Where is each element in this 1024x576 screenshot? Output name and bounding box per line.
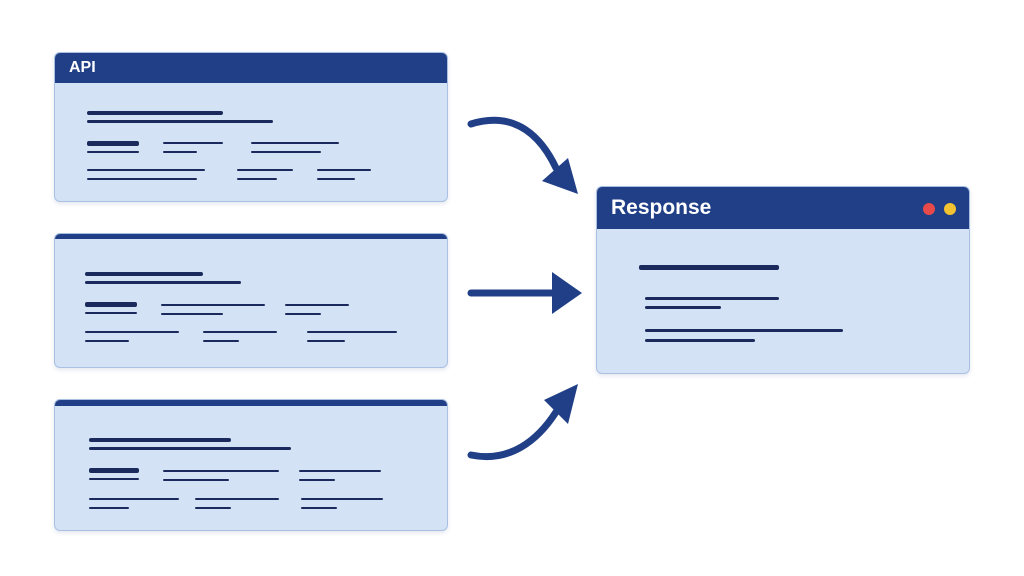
text-line <box>251 151 321 153</box>
text-line <box>203 340 239 342</box>
text-line <box>163 479 229 481</box>
text-line <box>645 339 755 342</box>
text-line <box>85 272 203 276</box>
text-line <box>639 265 779 270</box>
text-line <box>87 141 139 146</box>
text-line <box>85 281 241 284</box>
text-line <box>163 142 223 144</box>
text-line <box>87 178 197 180</box>
text-line <box>87 120 273 123</box>
text-line <box>89 507 129 509</box>
text-line <box>195 498 279 500</box>
text-line <box>161 304 265 306</box>
response-panel: Response <box>596 186 970 374</box>
text-line <box>89 498 179 500</box>
text-line <box>161 313 223 315</box>
request-panel <box>54 233 448 368</box>
api-panel: API <box>54 52 448 202</box>
text-line <box>203 331 277 333</box>
api-panel-header: API <box>55 53 447 83</box>
text-line <box>307 331 397 333</box>
request-panel-header <box>55 234 447 239</box>
yellow-dot-icon <box>944 203 956 215</box>
api-panel-title: API <box>69 59 96 76</box>
text-line <box>301 507 337 509</box>
text-line <box>317 178 355 180</box>
text-line <box>645 306 721 309</box>
text-line <box>89 447 291 450</box>
red-dot-icon <box>923 203 935 215</box>
text-line <box>645 297 779 300</box>
text-line <box>89 468 139 473</box>
request-panel-header <box>55 400 447 406</box>
text-line <box>195 507 231 509</box>
text-line <box>87 151 139 153</box>
request-panel <box>54 399 448 531</box>
text-line <box>285 304 349 306</box>
curved-arrow-down-icon <box>467 116 578 194</box>
text-line <box>89 438 231 442</box>
text-line <box>85 312 137 314</box>
text-line <box>307 340 345 342</box>
text-line <box>85 331 179 333</box>
response-panel-header: Response <box>597 187 969 229</box>
text-line <box>285 313 321 315</box>
right-arrow-icon <box>467 272 582 314</box>
text-line <box>89 478 139 480</box>
text-line <box>299 470 381 472</box>
text-line <box>85 302 137 307</box>
text-line <box>163 470 279 472</box>
response-panel-title: Response <box>611 196 712 219</box>
text-line <box>645 329 843 332</box>
text-line <box>237 169 293 171</box>
curved-arrow-up-icon <box>467 384 578 460</box>
text-line <box>163 151 197 153</box>
text-line <box>317 169 371 171</box>
text-line <box>85 340 129 342</box>
text-line <box>301 498 383 500</box>
text-line <box>87 111 223 115</box>
text-line <box>87 169 205 171</box>
text-line <box>299 479 335 481</box>
text-line <box>237 178 277 180</box>
text-line <box>251 142 339 144</box>
